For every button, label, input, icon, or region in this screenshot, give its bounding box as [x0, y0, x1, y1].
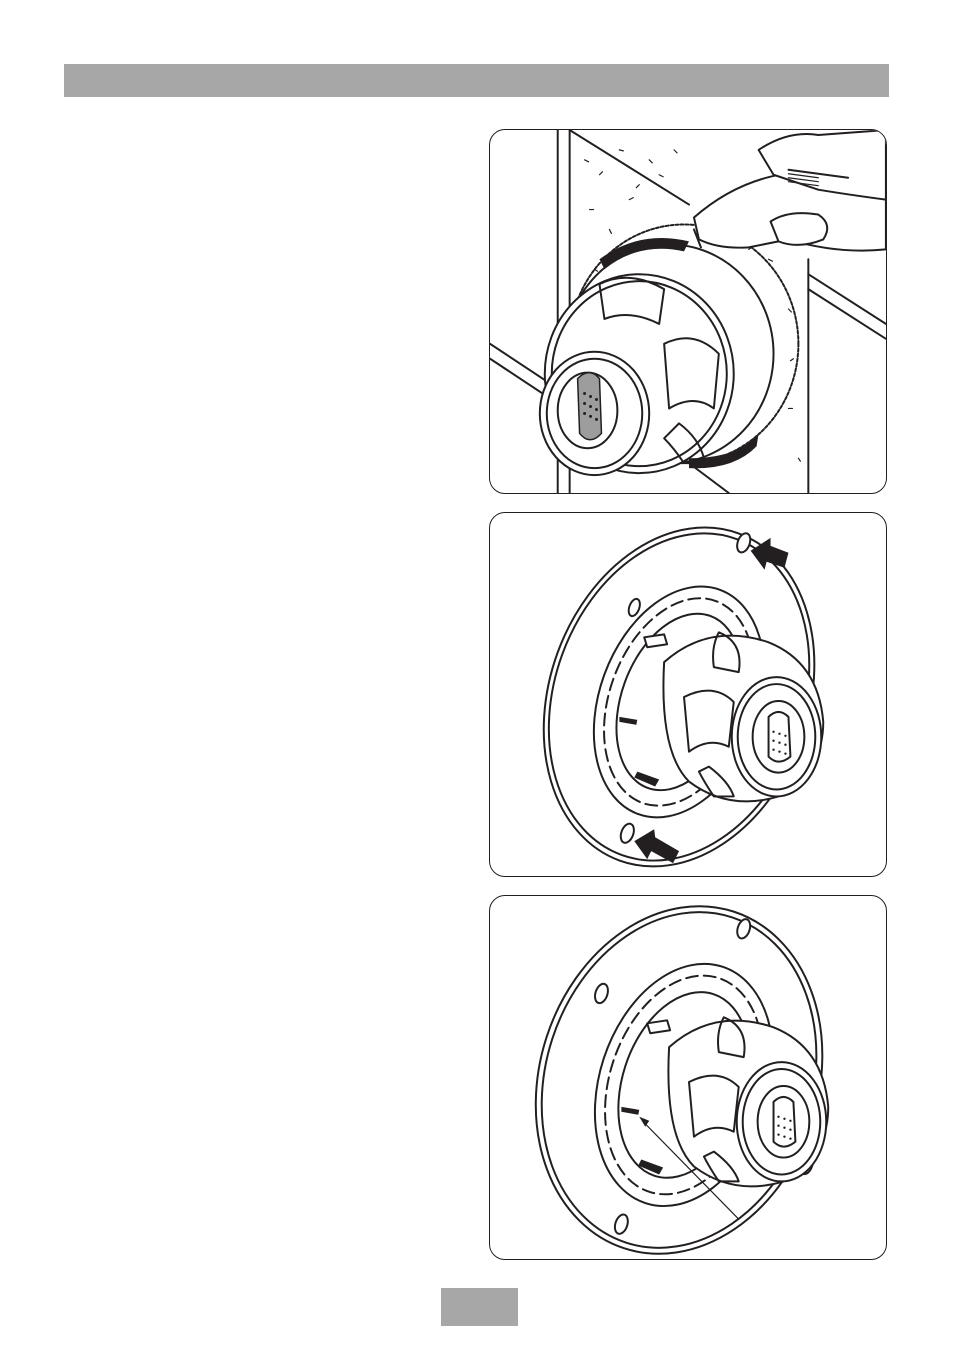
figure-panel-sealing [489, 129, 887, 494]
header-bar [64, 64, 889, 97]
shroud-press-arrows-icon [490, 513, 886, 876]
page-number [441, 1288, 518, 1326]
shroud-fitted-icon [490, 896, 886, 1259]
shower-control-sealing-icon [490, 130, 886, 493]
figure-panel-shroud-fitted [489, 895, 887, 1260]
figure-panel-shroud-press [489, 512, 887, 877]
